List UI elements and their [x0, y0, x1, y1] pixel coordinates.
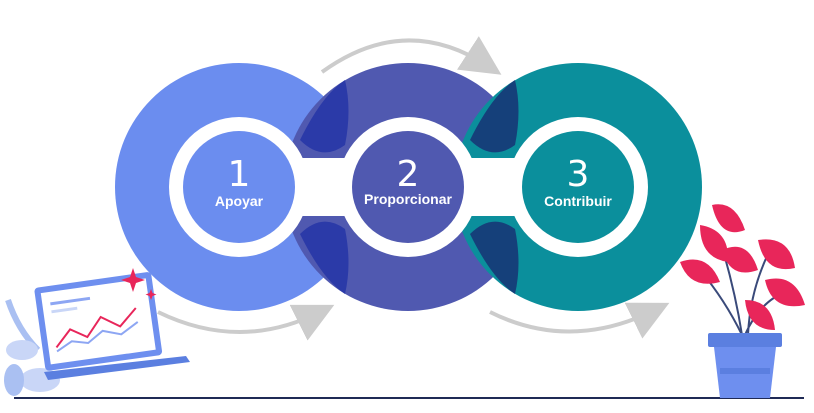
- overlap-left-bottom: [300, 221, 349, 294]
- step-1-label: Apoyar: [215, 193, 264, 209]
- step-2-label: Proporcionar: [364, 191, 452, 207]
- overlap-right-top: [470, 80, 519, 153]
- step-2-number: 2: [397, 154, 420, 195]
- sparkle-icon: [121, 268, 145, 292]
- step-2-disc: [352, 131, 464, 243]
- step-1-disc: [183, 131, 295, 243]
- overlap-right-bottom: [470, 221, 519, 294]
- step-3-label: Contribuir: [544, 193, 612, 209]
- bottom-left-arc-arrow: [157, 304, 335, 341]
- sparkle-small-icon: [145, 289, 157, 300]
- step-3-number: 3: [567, 154, 590, 195]
- overlap-left-top: [300, 80, 349, 153]
- top-arc-arrow: [320, 36, 502, 75]
- laptop-illustration: [4, 268, 190, 396]
- step-1-number: 1: [228, 154, 251, 195]
- bottom-right-arc-arrow: [489, 302, 670, 339]
- potted-plant-illustration: [680, 204, 805, 398]
- step-3-disc: [522, 131, 634, 243]
